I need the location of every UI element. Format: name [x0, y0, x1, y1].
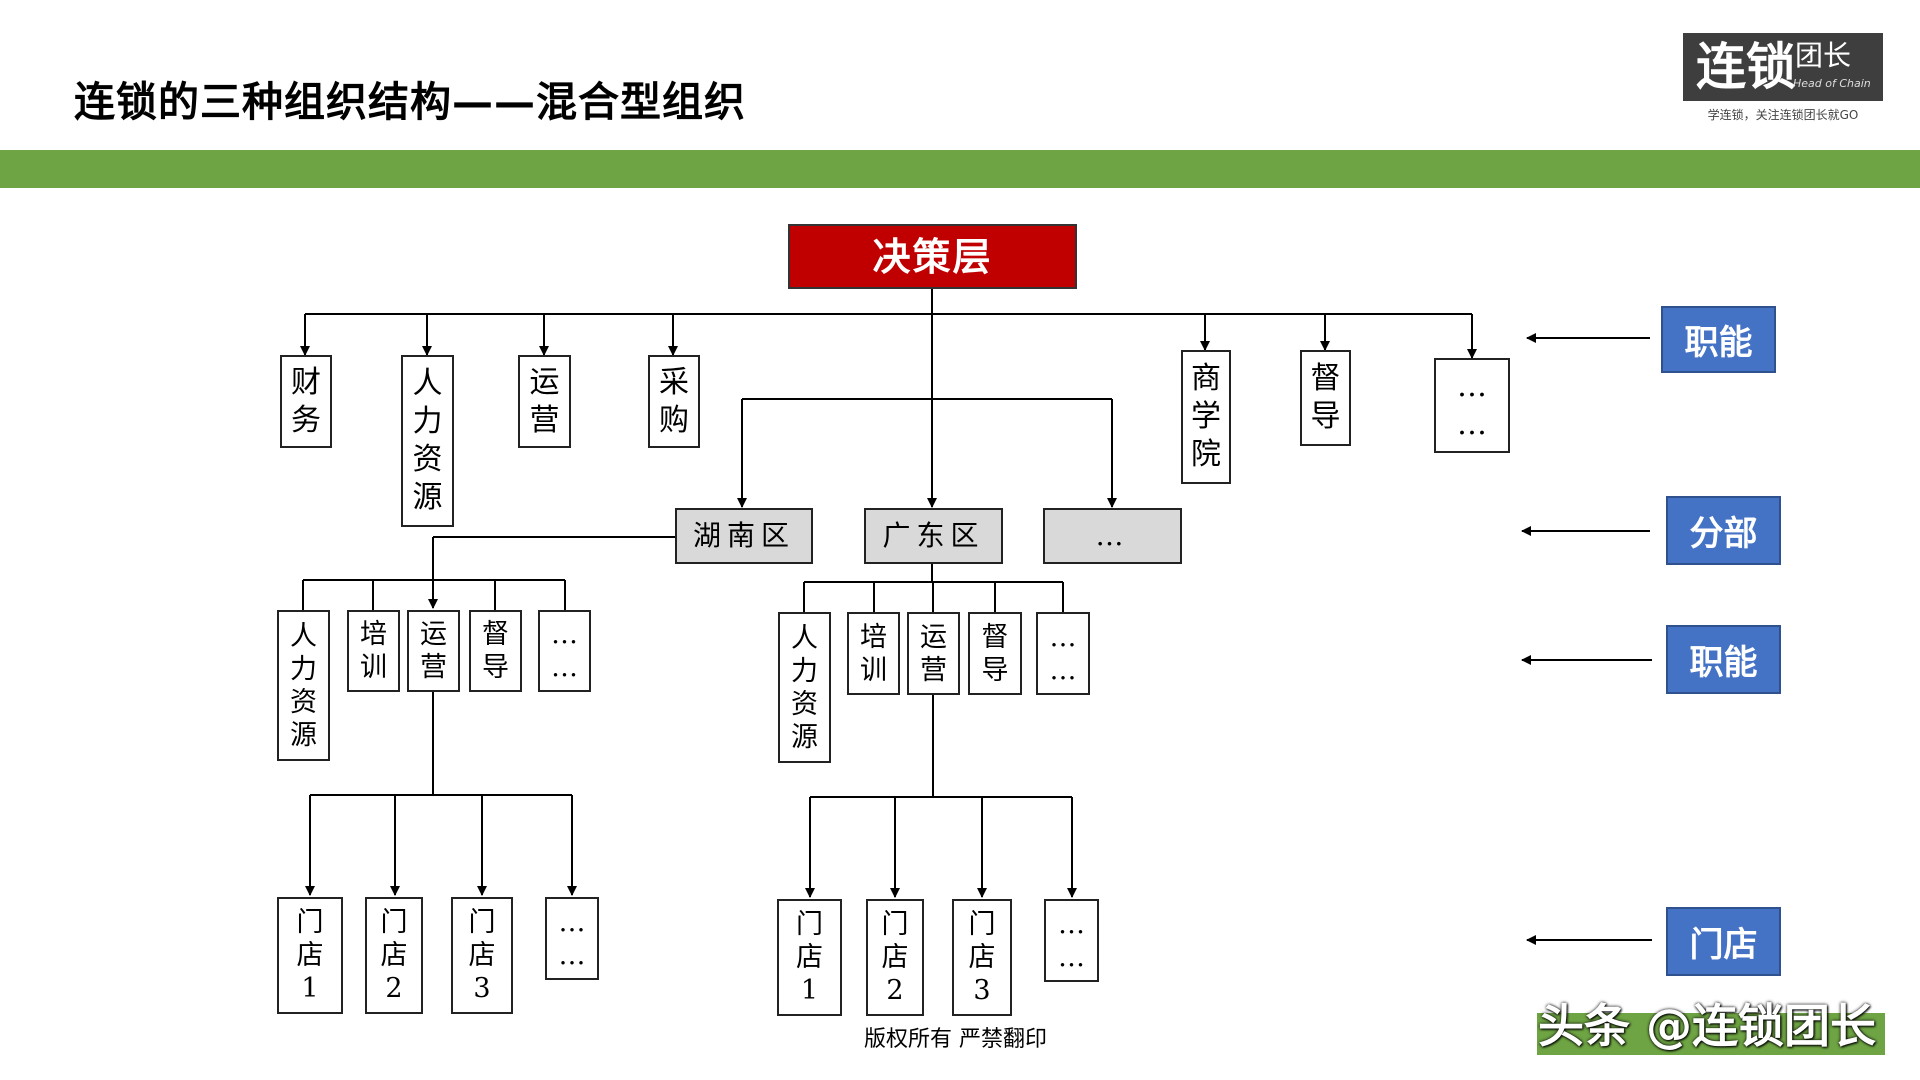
guangdong-operations-box: 运 营: [907, 612, 960, 695]
guangdong-supervision-box: 督 导: [968, 612, 1022, 695]
watermark-background: [1537, 1013, 1885, 1055]
branch-guangdong-box: 广东区: [864, 508, 1003, 564]
branch-more-box: …: [1043, 508, 1182, 564]
hunan-hr-box: 人 力 资 源: [277, 610, 330, 761]
hq-operations-box: 运 营: [518, 355, 571, 448]
page-title: 连锁的三种组织结构——混合型组织: [74, 78, 746, 126]
decision-layer-box: 决策层: [788, 224, 1077, 289]
guangdong-store-3-box: 门 店 3: [952, 899, 1012, 1016]
guangdong-store-1-box: 门 店 1: [777, 899, 842, 1016]
level-label-stores: 门店: [1666, 907, 1781, 976]
level-label-branch-functions: 职能: [1666, 625, 1781, 694]
level-label-hq-functions: 职能: [1661, 306, 1776, 373]
hq-academy-box: 商 学 院: [1181, 350, 1231, 484]
hunan-store-more-box: … …: [545, 897, 599, 980]
guangdong-training-box: 培 训: [847, 612, 900, 695]
hq-hr-box: 人 力 资 源: [401, 355, 454, 527]
level-label-branches: 分部: [1666, 496, 1781, 565]
hunan-store-3-box: 门 店 3: [451, 897, 513, 1014]
logo-main-text: 连锁: [1696, 38, 1796, 96]
hq-supervision-box: 督 导: [1300, 350, 1351, 446]
logo-tagline: 学连锁，关注连锁团长就GO: [1707, 108, 1859, 122]
header-divider-band: [0, 150, 1920, 188]
hunan-more-box: … …: [538, 610, 591, 692]
guangdong-more-box: … …: [1036, 612, 1090, 695]
guangdong-hr-box: 人 力 资 源: [778, 612, 831, 763]
guangdong-store-more-box: … …: [1044, 899, 1099, 982]
hunan-store-2-box: 门 店 2: [365, 897, 423, 1014]
brand-logo: 连锁 团长 Head of Chain: [1683, 33, 1883, 101]
copyright-notice: 版权所有 严禁翻印: [864, 1027, 1047, 1052]
hunan-operations-box: 运 营: [407, 610, 460, 692]
hq-procurement-box: 采 购: [648, 355, 700, 448]
hunan-store-1-box: 门 店 1: [277, 897, 343, 1014]
logo-english-text: Head of Chain: [1793, 77, 1871, 90]
hq-finance-box: 财 务: [280, 355, 332, 448]
branch-hunan-box: 湖南区: [675, 508, 813, 564]
guangdong-store-2-box: 门 店 2: [866, 899, 924, 1016]
watermark-text: 头条 @连锁团长: [1538, 999, 1877, 1053]
hunan-training-box: 培 训: [347, 610, 400, 692]
hq-more-box: … …: [1434, 358, 1510, 453]
hunan-supervision-box: 督 导: [469, 610, 522, 692]
logo-side-text: 团长: [1795, 39, 1852, 72]
